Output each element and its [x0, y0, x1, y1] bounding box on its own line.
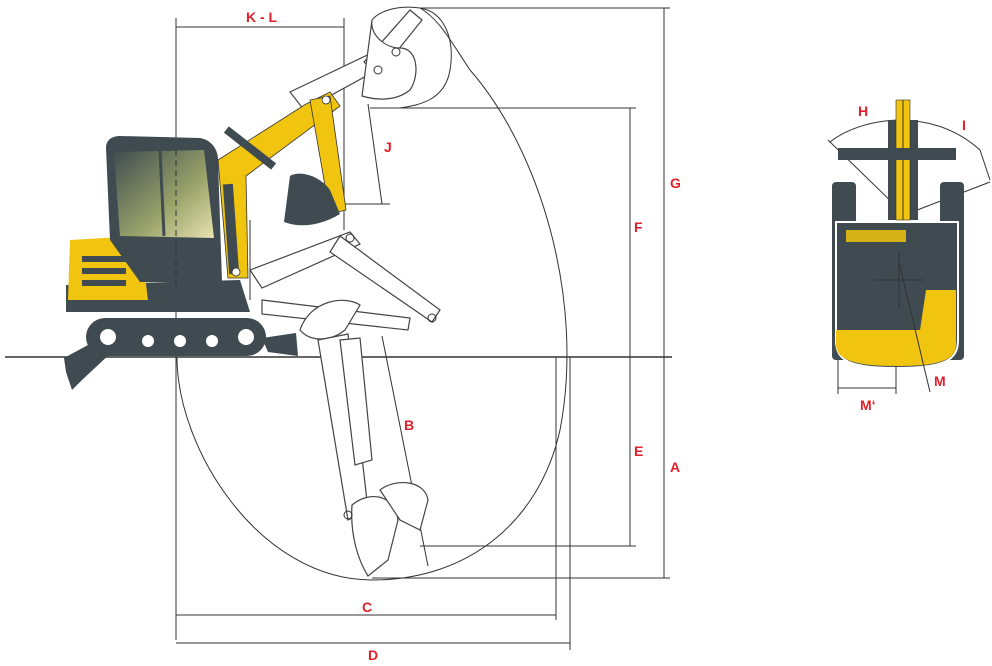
- arm-lowered-outline: [317, 333, 429, 577]
- bucket-working: [284, 173, 340, 226]
- label-a: A: [670, 459, 680, 475]
- label-e: E: [634, 443, 643, 459]
- label-kl: K - L: [246, 9, 278, 25]
- j-dimension-line: [367, 103, 383, 205]
- dozer-blade: [64, 345, 112, 390]
- rear-blade: [262, 333, 298, 356]
- label-g: G: [670, 175, 681, 191]
- label-b: B: [404, 417, 414, 433]
- label-h: H: [858, 103, 868, 119]
- label-f: F: [634, 219, 643, 235]
- label-m-prime: M‘: [860, 397, 876, 413]
- label-i: I: [962, 117, 966, 133]
- label-c: C: [362, 599, 372, 615]
- stick-cylinder: [223, 126, 277, 170]
- reach-envelope: [176, 6, 568, 581]
- boom-cylinder: [222, 183, 240, 275]
- rear-counterweight: [836, 290, 956, 366]
- excavator-body: [64, 136, 298, 390]
- yellow-boom: [217, 91, 347, 300]
- arm-mid-outline: [249, 231, 441, 340]
- label-d: D: [368, 647, 378, 663]
- cab-window: [114, 150, 214, 238]
- rear-view: [827, 99, 991, 394]
- reach-envelope-top: [399, 7, 452, 109]
- label-j: J: [384, 139, 392, 155]
- m-dimension-line: [898, 261, 931, 393]
- label-m: M: [934, 373, 946, 389]
- arm-raised-outline: [289, 9, 423, 111]
